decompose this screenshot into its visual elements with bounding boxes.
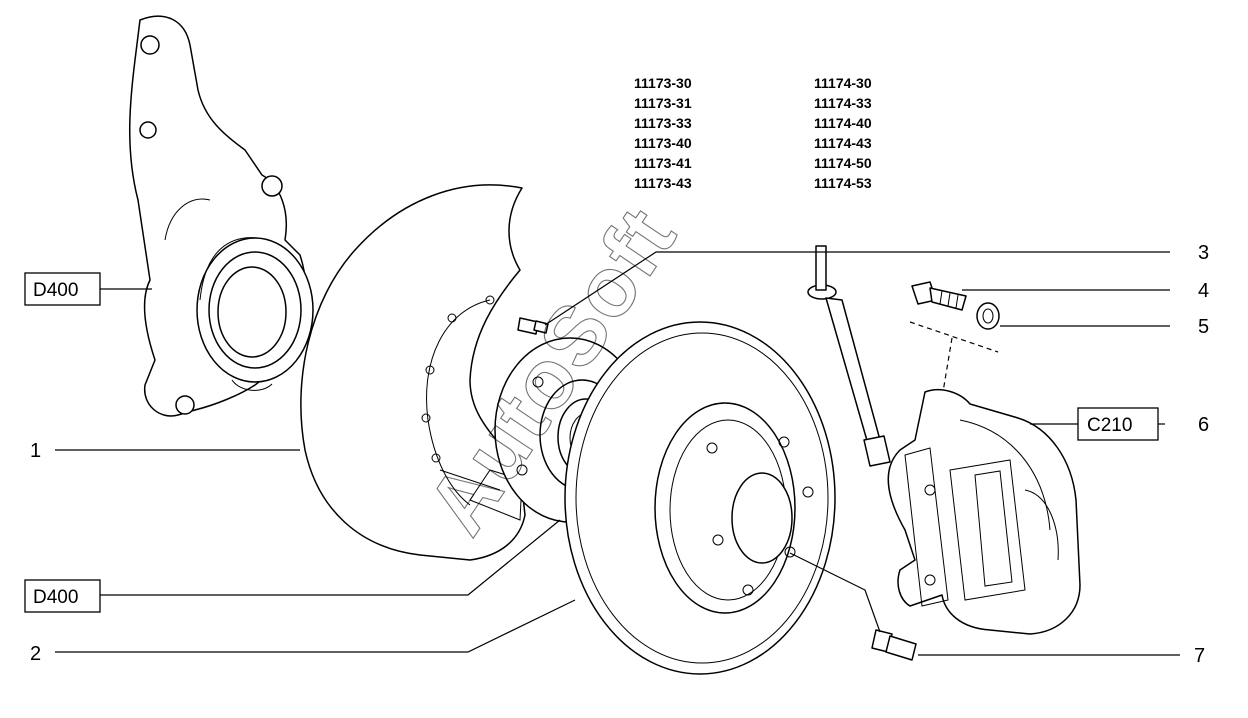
callout-7: 7 — [1194, 645, 1205, 667]
brake-disc — [564, 321, 836, 675]
callout-3: 3 — [1198, 242, 1209, 264]
shield-bolt — [517, 317, 549, 335]
model-number: 11174-43 — [814, 135, 872, 151]
callout-2: 2 — [30, 643, 41, 665]
model-number: 11174-53 — [814, 175, 872, 191]
model-list-col1: 11173-30 11173-31 11173-33 11173-40 1117… — [634, 75, 692, 191]
reference-label: D400 — [33, 280, 78, 301]
reference-label: D400 — [33, 587, 78, 608]
model-number: 11173-31 — [634, 95, 692, 111]
brake-caliper — [887, 388, 1081, 635]
model-list-col2: 11174-30 11174-33 11174-40 11174-43 1117… — [814, 75, 872, 191]
reference-box-caliper[interactable]: C210 — [1077, 407, 1159, 441]
model-number: 11173-41 — [634, 155, 692, 171]
callout-6: 6 — [1198, 414, 1209, 436]
brake-hose — [807, 245, 891, 467]
model-number: 11174-50 — [814, 155, 872, 171]
model-number: 11174-40 — [814, 115, 872, 131]
assembly-bracket-line — [909, 321, 999, 353]
model-number: 11174-33 — [814, 95, 872, 111]
model-number: 11173-40 — [634, 135, 692, 151]
steering-knuckle — [129, 15, 314, 417]
caliper-bolt — [911, 281, 967, 311]
model-number: 11173-43 — [634, 175, 692, 191]
reference-box-knuckle[interactable]: D400 — [24, 272, 101, 306]
lock-washer — [976, 302, 1000, 330]
callout-5: 5 — [1198, 316, 1209, 338]
callout-numbers: 1 2 3 4 5 6 7 — [30, 242, 1209, 667]
wheel-stud — [871, 629, 917, 661]
callout-4: 4 — [1198, 280, 1209, 302]
model-number: 11173-30 — [634, 75, 692, 91]
model-number: 11174-30 — [814, 75, 872, 91]
reference-label: C210 — [1087, 415, 1132, 436]
callout-1: 1 — [30, 440, 41, 462]
model-number: 11173-33 — [634, 115, 692, 131]
leader-lines — [55, 251, 1180, 656]
reference-box-hub[interactable]: D400 — [24, 579, 101, 613]
